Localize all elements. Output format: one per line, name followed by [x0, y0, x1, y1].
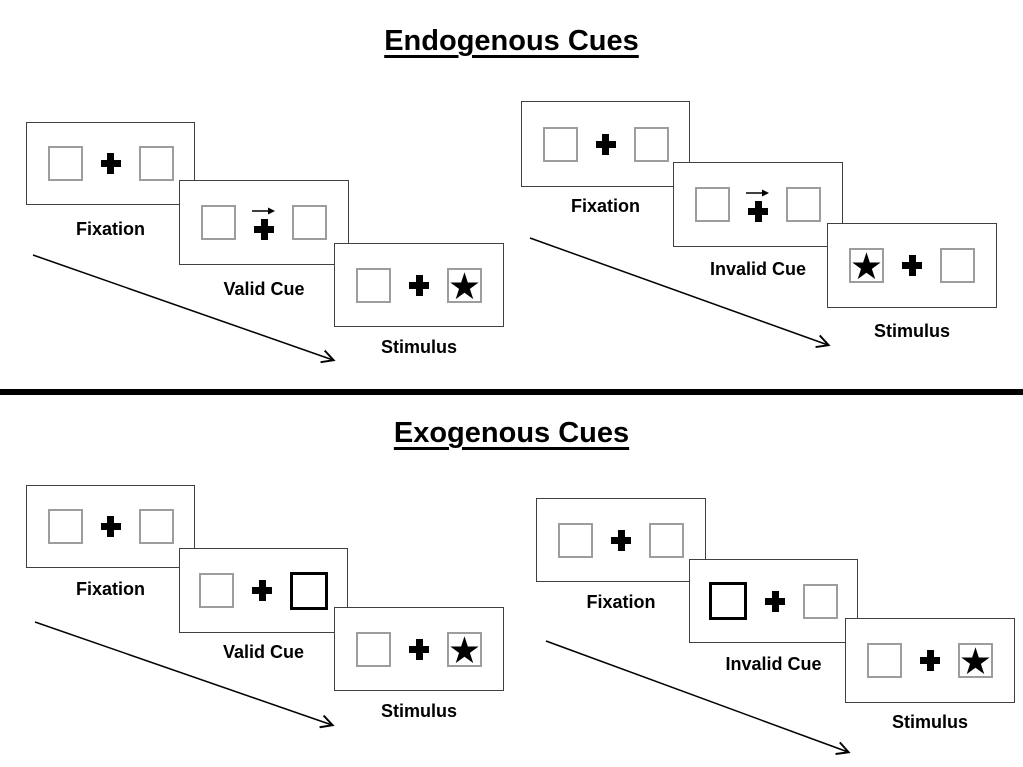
fixation-cross-icon	[902, 255, 922, 276]
panel-exo-invalid-fixation	[536, 498, 706, 582]
fixation-cross-icon	[409, 274, 429, 296]
fixation-cross-icon	[920, 650, 940, 671]
panel-endo-invalid-cue	[673, 162, 843, 247]
placeholder-box-left	[199, 573, 234, 608]
fixation-center	[608, 529, 634, 551]
panel-label-stimulus: Stimulus	[891, 712, 968, 732]
fixation-center	[762, 590, 788, 612]
panel-exo-valid-cue	[179, 548, 348, 633]
timeline-arrow	[545, 640, 851, 755]
cue-arrow-icon	[252, 207, 275, 214]
placeholder-box-right	[292, 205, 327, 240]
panel-label-valid-cue: Valid Cue	[222, 642, 305, 662]
section-title-exogenous-text: Exogenous Cues	[393, 417, 630, 449]
fixation-center	[98, 516, 124, 537]
fixation-cross-icon	[100, 153, 121, 174]
placeholder-box-left	[542, 126, 578, 162]
fixation-center	[745, 188, 771, 222]
fixation-center	[593, 133, 619, 155]
target-box-left: ★	[849, 245, 884, 288]
target-box-right: ★	[447, 628, 482, 672]
placeholder-box-right	[138, 146, 174, 181]
fixation-center	[249, 580, 275, 601]
panel-label-fixation: Fixation	[570, 196, 640, 216]
fixation-center	[899, 255, 925, 276]
fixation-cross-icon	[100, 516, 121, 537]
placeholder-box-left	[695, 187, 730, 222]
timeline-arrow	[34, 621, 335, 729]
placeholder-box-left	[558, 522, 593, 558]
star-icon: ★	[447, 628, 482, 672]
fixation-cross-icon	[252, 580, 272, 601]
panel-label-fixation: Fixation	[586, 592, 656, 612]
fixation-center	[406, 274, 432, 296]
panel-exo-valid-fixation	[26, 485, 195, 568]
placeholder-box-left	[356, 267, 391, 303]
panel-label-invalid-cue: Invalid Cue	[725, 654, 822, 674]
star-icon: ★	[958, 640, 993, 683]
panel-label-stimulus: Stimulus	[873, 321, 950, 341]
placeholder-box-right	[633, 126, 669, 162]
placeholder-box-left	[867, 643, 902, 678]
panel-label-invalid-cue: Invalid Cue	[709, 259, 807, 279]
placeholder-box-right	[803, 583, 838, 619]
placeholder-box-right	[940, 248, 975, 283]
panel-label-fixation: Fixation	[75, 219, 145, 239]
panel-exo-valid-stimulus: ★	[334, 607, 504, 691]
fixation-center	[406, 638, 432, 660]
placeholder-box-right	[649, 522, 684, 558]
panel-label-fixation: Fixation	[75, 579, 145, 599]
section-divider	[0, 389, 1023, 395]
panel-endo-invalid-stimulus: ★	[827, 223, 997, 308]
panel-label-stimulus: Stimulus	[380, 701, 457, 721]
target-box-right: ★	[958, 640, 993, 683]
timeline-arrow	[32, 254, 336, 364]
star-icon: ★	[849, 245, 884, 288]
fixation-cross-icon	[765, 590, 785, 612]
panel-endo-invalid-fixation	[521, 101, 690, 187]
placeholder-box-right	[786, 187, 821, 222]
target-box-right: ★	[447, 264, 482, 308]
fixation-center	[917, 650, 943, 671]
cue-box-right	[290, 571, 328, 610]
cue-box-left	[709, 582, 747, 620]
panel-exo-invalid-cue	[689, 559, 858, 643]
placeholder-box-right	[138, 509, 174, 544]
timeline-arrow	[529, 237, 831, 349]
cue-arrow-icon	[746, 189, 769, 196]
panel-exo-invalid-stimulus: ★	[845, 618, 1015, 703]
placeholder-box-left	[356, 631, 391, 667]
section-title-endogenous: Endogenous Cues	[0, 25, 1023, 58]
placeholder-box-left	[47, 509, 83, 544]
star-icon: ★	[447, 264, 482, 308]
placeholder-box-left	[47, 146, 83, 181]
placeholder-box-left	[201, 205, 236, 240]
panel-label-stimulus: Stimulus	[380, 337, 457, 357]
panel-endo-valid-cue	[179, 180, 349, 265]
fixation-cross-icon	[611, 529, 631, 551]
section-title-endogenous-text: Endogenous Cues	[384, 25, 639, 57]
fixation-center	[98, 153, 124, 174]
fixation-cross-icon	[254, 218, 274, 240]
fixation-cross-icon	[748, 200, 768, 222]
fixation-cross-icon	[409, 638, 429, 660]
section-title-exogenous: Exogenous Cues	[0, 417, 1023, 450]
fixation-center	[251, 206, 277, 240]
panel-label-valid-cue: Valid Cue	[223, 279, 305, 299]
fixation-cross-icon	[595, 133, 616, 155]
panel-endo-valid-fixation	[26, 122, 195, 205]
panel-endo-valid-stimulus: ★	[334, 243, 504, 327]
